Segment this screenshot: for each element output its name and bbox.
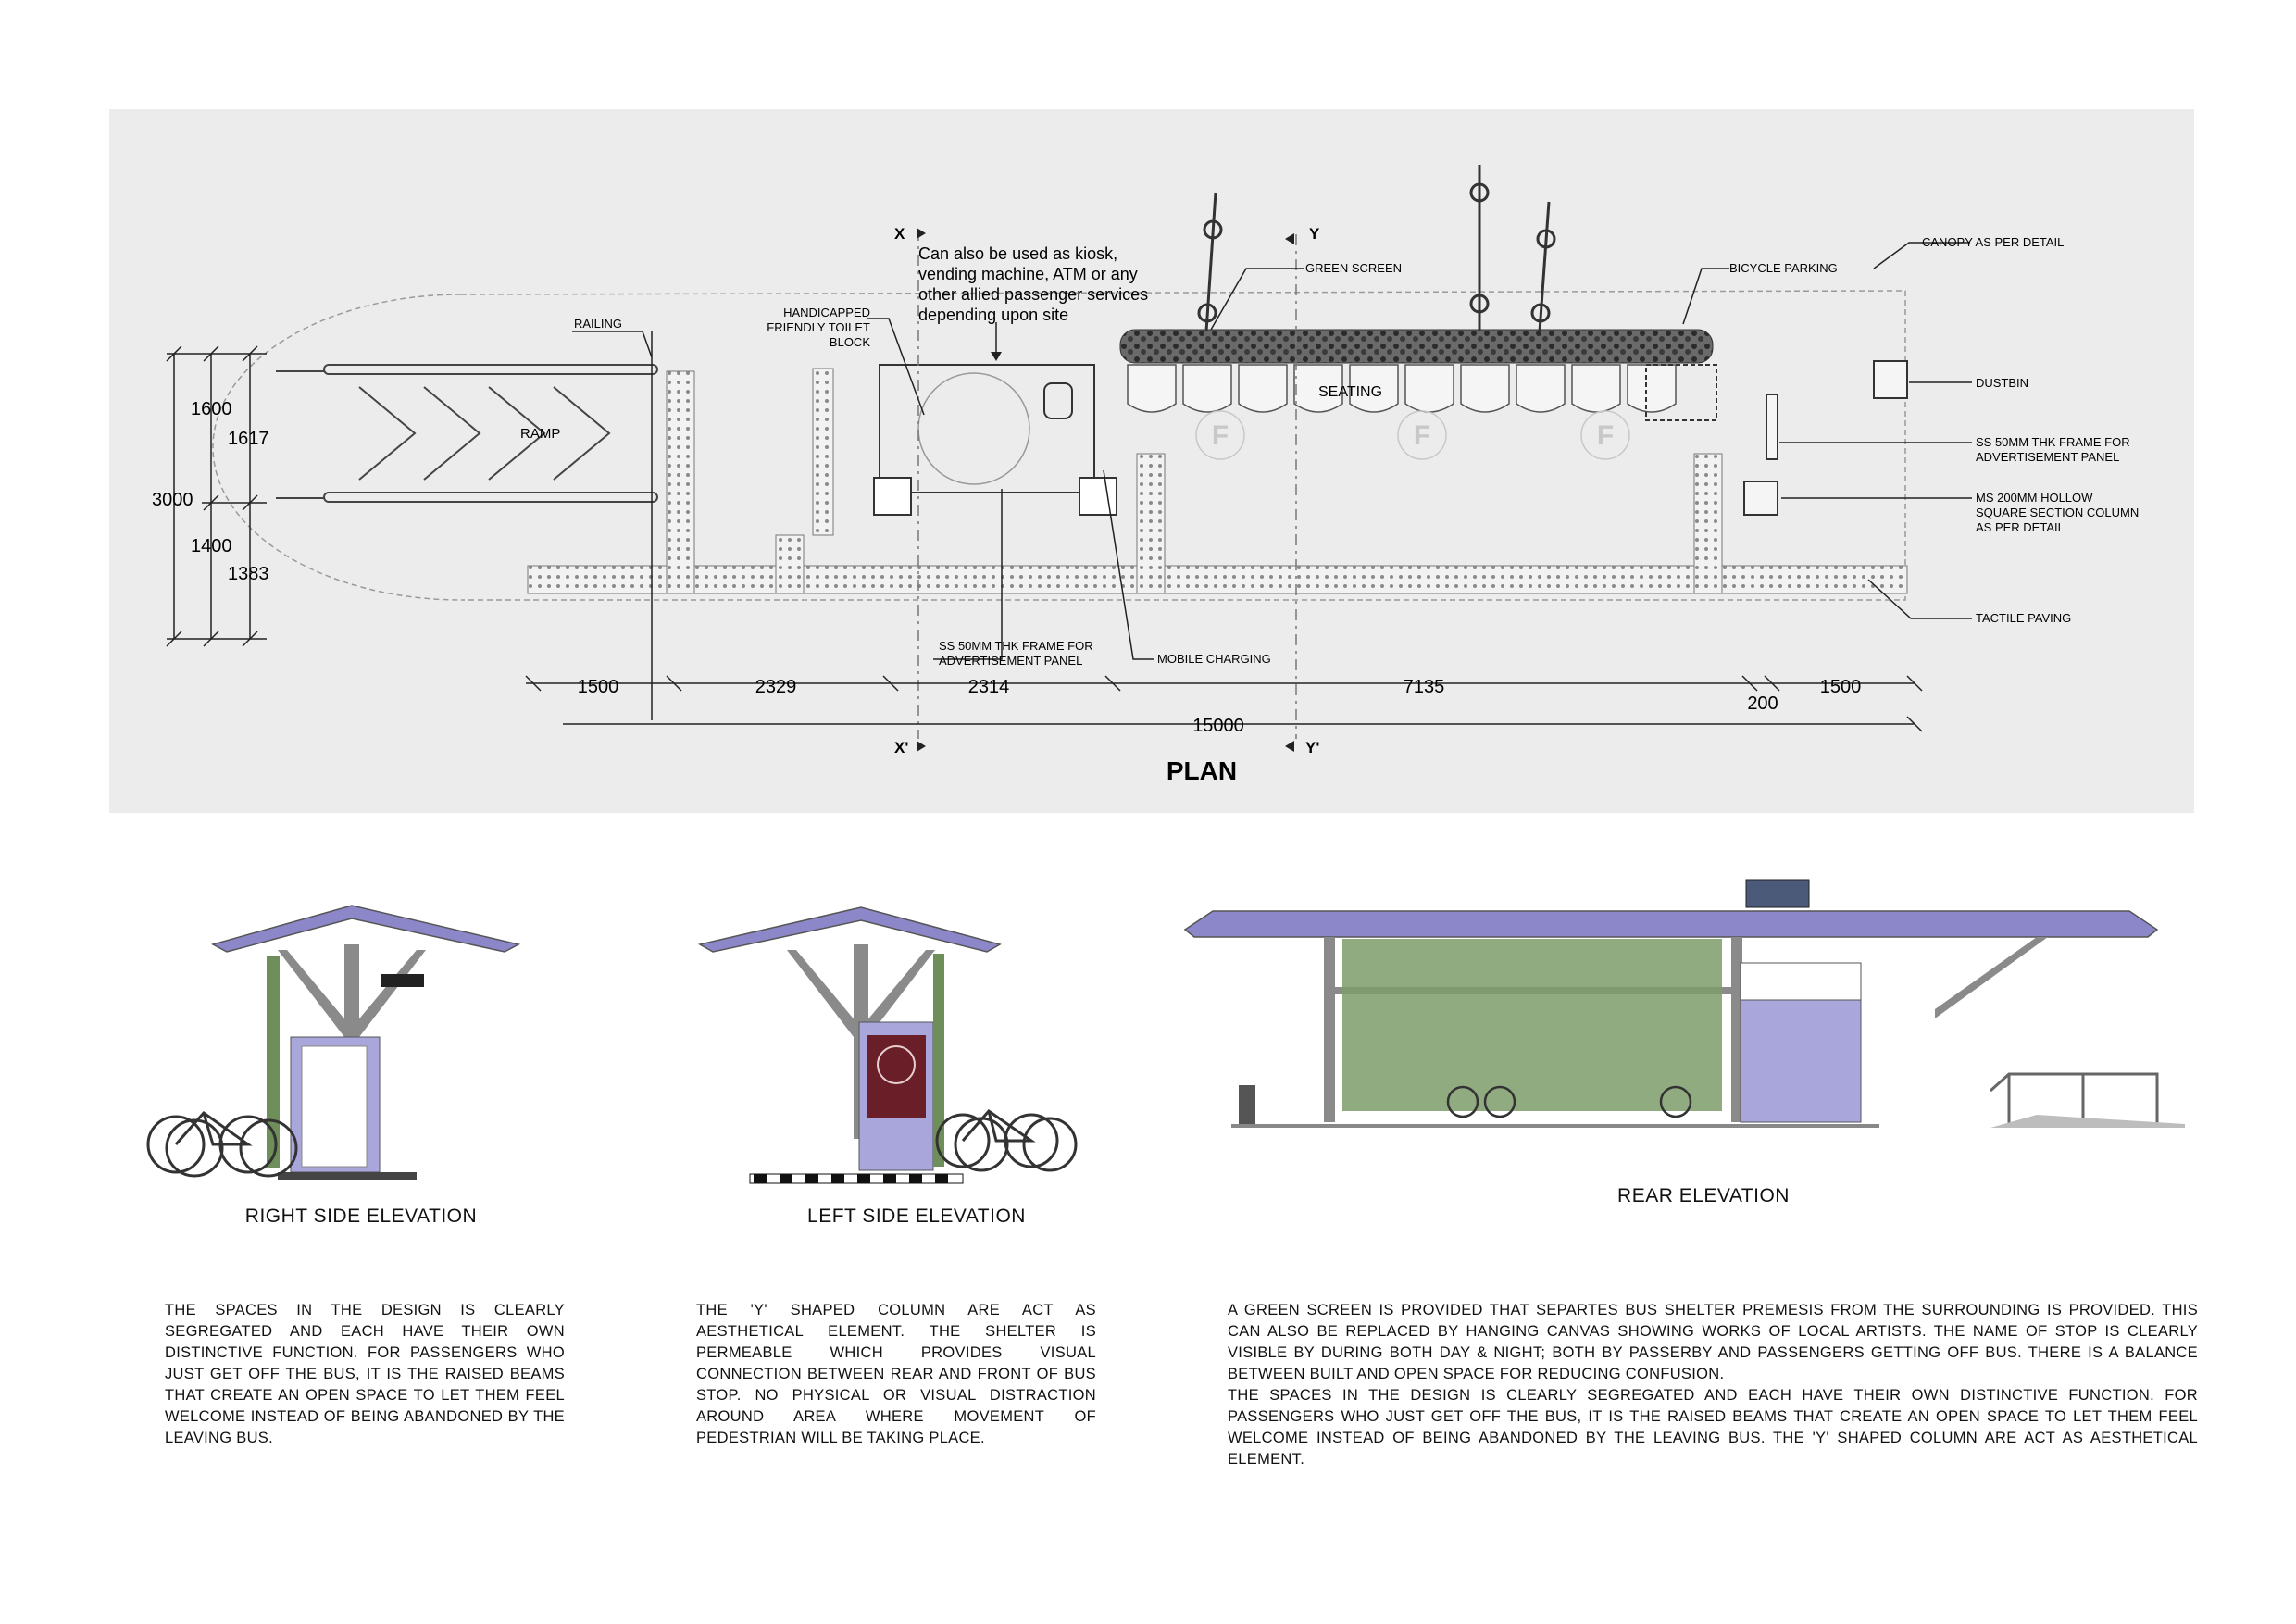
dustbin-icon [1873,360,1908,399]
dustbin-rear-icon [1239,1085,1255,1124]
y-arm-left-1 [787,950,861,1037]
dim-bottom-7135: 7135 [1404,677,1445,697]
rear-elevation-caption: REAR ELEVATION [1617,1185,1790,1206]
roof-left [697,906,1002,953]
green-screen-hedge [1119,329,1714,364]
y-arm-right-1 [278,950,352,1037]
ramp-label: RAMP [520,426,560,442]
plan-title: PLAN [1167,756,1237,785]
mobile-charging-label: MOBILE CHARGING [1157,652,1271,666]
ramp-railing-rear [1989,1072,2185,1128]
seat-markers [1195,410,1630,460]
bicycle-icons-rear [1446,1085,1692,1118]
ms-column-1: MS 200MM HOLLOW [1976,491,2093,505]
y-arm-right-2 [352,950,426,1037]
green-wall-right [267,956,280,1168]
dim-bottom-2329: 2329 [755,677,797,697]
dimension-lines-bottom [525,675,1923,732]
ms-column-2: SQUARE SECTION COLUMN [1976,506,2139,519]
section-x-prime: X' [894,739,908,756]
dim-bottom-200: 200 [1747,693,1778,714]
section-x: X [894,225,905,243]
toilet-block [873,364,1117,516]
section-y: Y [1309,225,1320,243]
seat-mark-3: F [1597,420,1614,451]
dim-left-1617: 1617 [228,429,269,449]
description-col-3-a: A GREEN SCREEN IS PROVIDED THAT SEPARTES… [1228,1302,2198,1382]
note-line-4: depending upon site [918,306,1068,324]
bicycle-icon-left [935,1109,1078,1172]
dim-total-15000: 15000 [1192,716,1244,736]
tactile-label: TACTILE PAVING [1976,611,2071,625]
left-side-elevation-drawing [697,906,1078,1184]
dim-bottom-1500-a: 1500 [578,677,619,697]
green-screen-label: GREEN SCREEN [1305,261,1402,275]
column-right [1743,481,1778,516]
description-col-3: A GREEN SCREEN IS PROVIDED THAT SEPARTES… [1228,1300,2198,1470]
description-col-3-b: THE SPACES IN THE DESIGN IS CLEARLY SEGR… [1228,1387,2198,1468]
left-side-elevation-caption: LEFT SIDE ELEVATION [807,1206,1026,1227]
green-screen-rear [1342,939,1722,1111]
section-y-prime: Y' [1305,739,1319,756]
dustbin-label: DUSTBIN [1976,376,2028,390]
ss-frame-right-2: ADVERTISEMENT PANEL [1976,450,2119,464]
dim-bottom-1500-b: 1500 [1820,677,1862,697]
wall-blocks [666,368,1723,594]
solar-panels [1745,879,1810,908]
note-line-3: other allied passenger services [918,285,1148,304]
plan-panel: F F F X X' Y Y' [109,109,2194,813]
kiosk-rear [1740,999,1862,1123]
canopy-outline [212,290,1906,601]
toilet-label-2: FRIENDLY TOILET [767,320,870,334]
curb-stripes [749,1173,964,1184]
clock-face-icon [877,1045,916,1084]
bicycle-parking-label: BICYCLE PARKING [1729,261,1838,275]
tactile-paving [527,565,1908,594]
y-arm-left-2 [861,950,935,1037]
ss-frame-left-1: SS 50MM THK FRAME FOR [939,639,1093,653]
dim-left-1400: 1400 [191,536,232,556]
ground-line-rear [1231,1124,1879,1128]
roof-rear [1183,910,2159,938]
leader-lines [572,242,1972,720]
description-col-1: THE SPACES IN THE DESIGN IS CLEARLY SEGR… [165,1302,565,1446]
note-arrow [991,352,1002,361]
kiosk-top-rear [1740,962,1862,1001]
base-right [278,1172,417,1180]
dimension-lines-left [166,345,267,647]
roof-right [210,905,521,953]
green-wall-left [933,954,944,1167]
dim-left-1383: 1383 [228,564,269,584]
dim-left-3000: 3000 [152,490,193,510]
ramp [276,364,658,503]
canopy-label: CANOPY AS PER DETAIL [1922,235,2064,249]
dim-bottom-2314: 2314 [968,677,1010,697]
note-line-1: Can also be used as kiosk, [918,244,1117,263]
railing-label: RAILING [574,317,622,331]
ms-column-3: AS PER DETAIL [1976,520,2065,534]
seating-row [1127,364,1677,413]
rear-elevation-drawing [1183,879,2185,1128]
ss-frame-left-2: ADVERTISEMENT PANEL [939,654,1082,668]
description-col-2: THE 'Y' SHAPED COLUMN ARE ACT AS AESTHET… [696,1302,1096,1446]
bicycle-icons [1197,165,1717,421]
section-lines [917,230,1297,739]
plan-drawing: F F F X X' Y Y' [152,165,2139,785]
advertisement-frame-right [1766,394,1778,460]
seat-mark-1: F [1212,420,1229,451]
dim-left-1600: 1600 [191,399,232,419]
right-side-elevation-drawing [146,905,521,1180]
toilet-label-3: BLOCK [830,335,870,349]
led-board-right [381,974,424,987]
ss-frame-right-1: SS 50MM THK FRAME FOR [1976,435,2130,449]
clock-panel [867,1035,926,1118]
seat-mark-2: F [1414,420,1430,451]
note-line-2: vending machine, ATM or any [918,265,1138,283]
section-arrows [917,228,1294,752]
toilet-label-1: HANDICAPPED [783,306,870,319]
right-side-elevation-caption: RIGHT SIDE ELEVATION [244,1206,478,1227]
kiosk-door-right [301,1045,368,1168]
bicycle-icon-right [146,1110,298,1178]
seating-label: SEATING [1318,384,1382,400]
